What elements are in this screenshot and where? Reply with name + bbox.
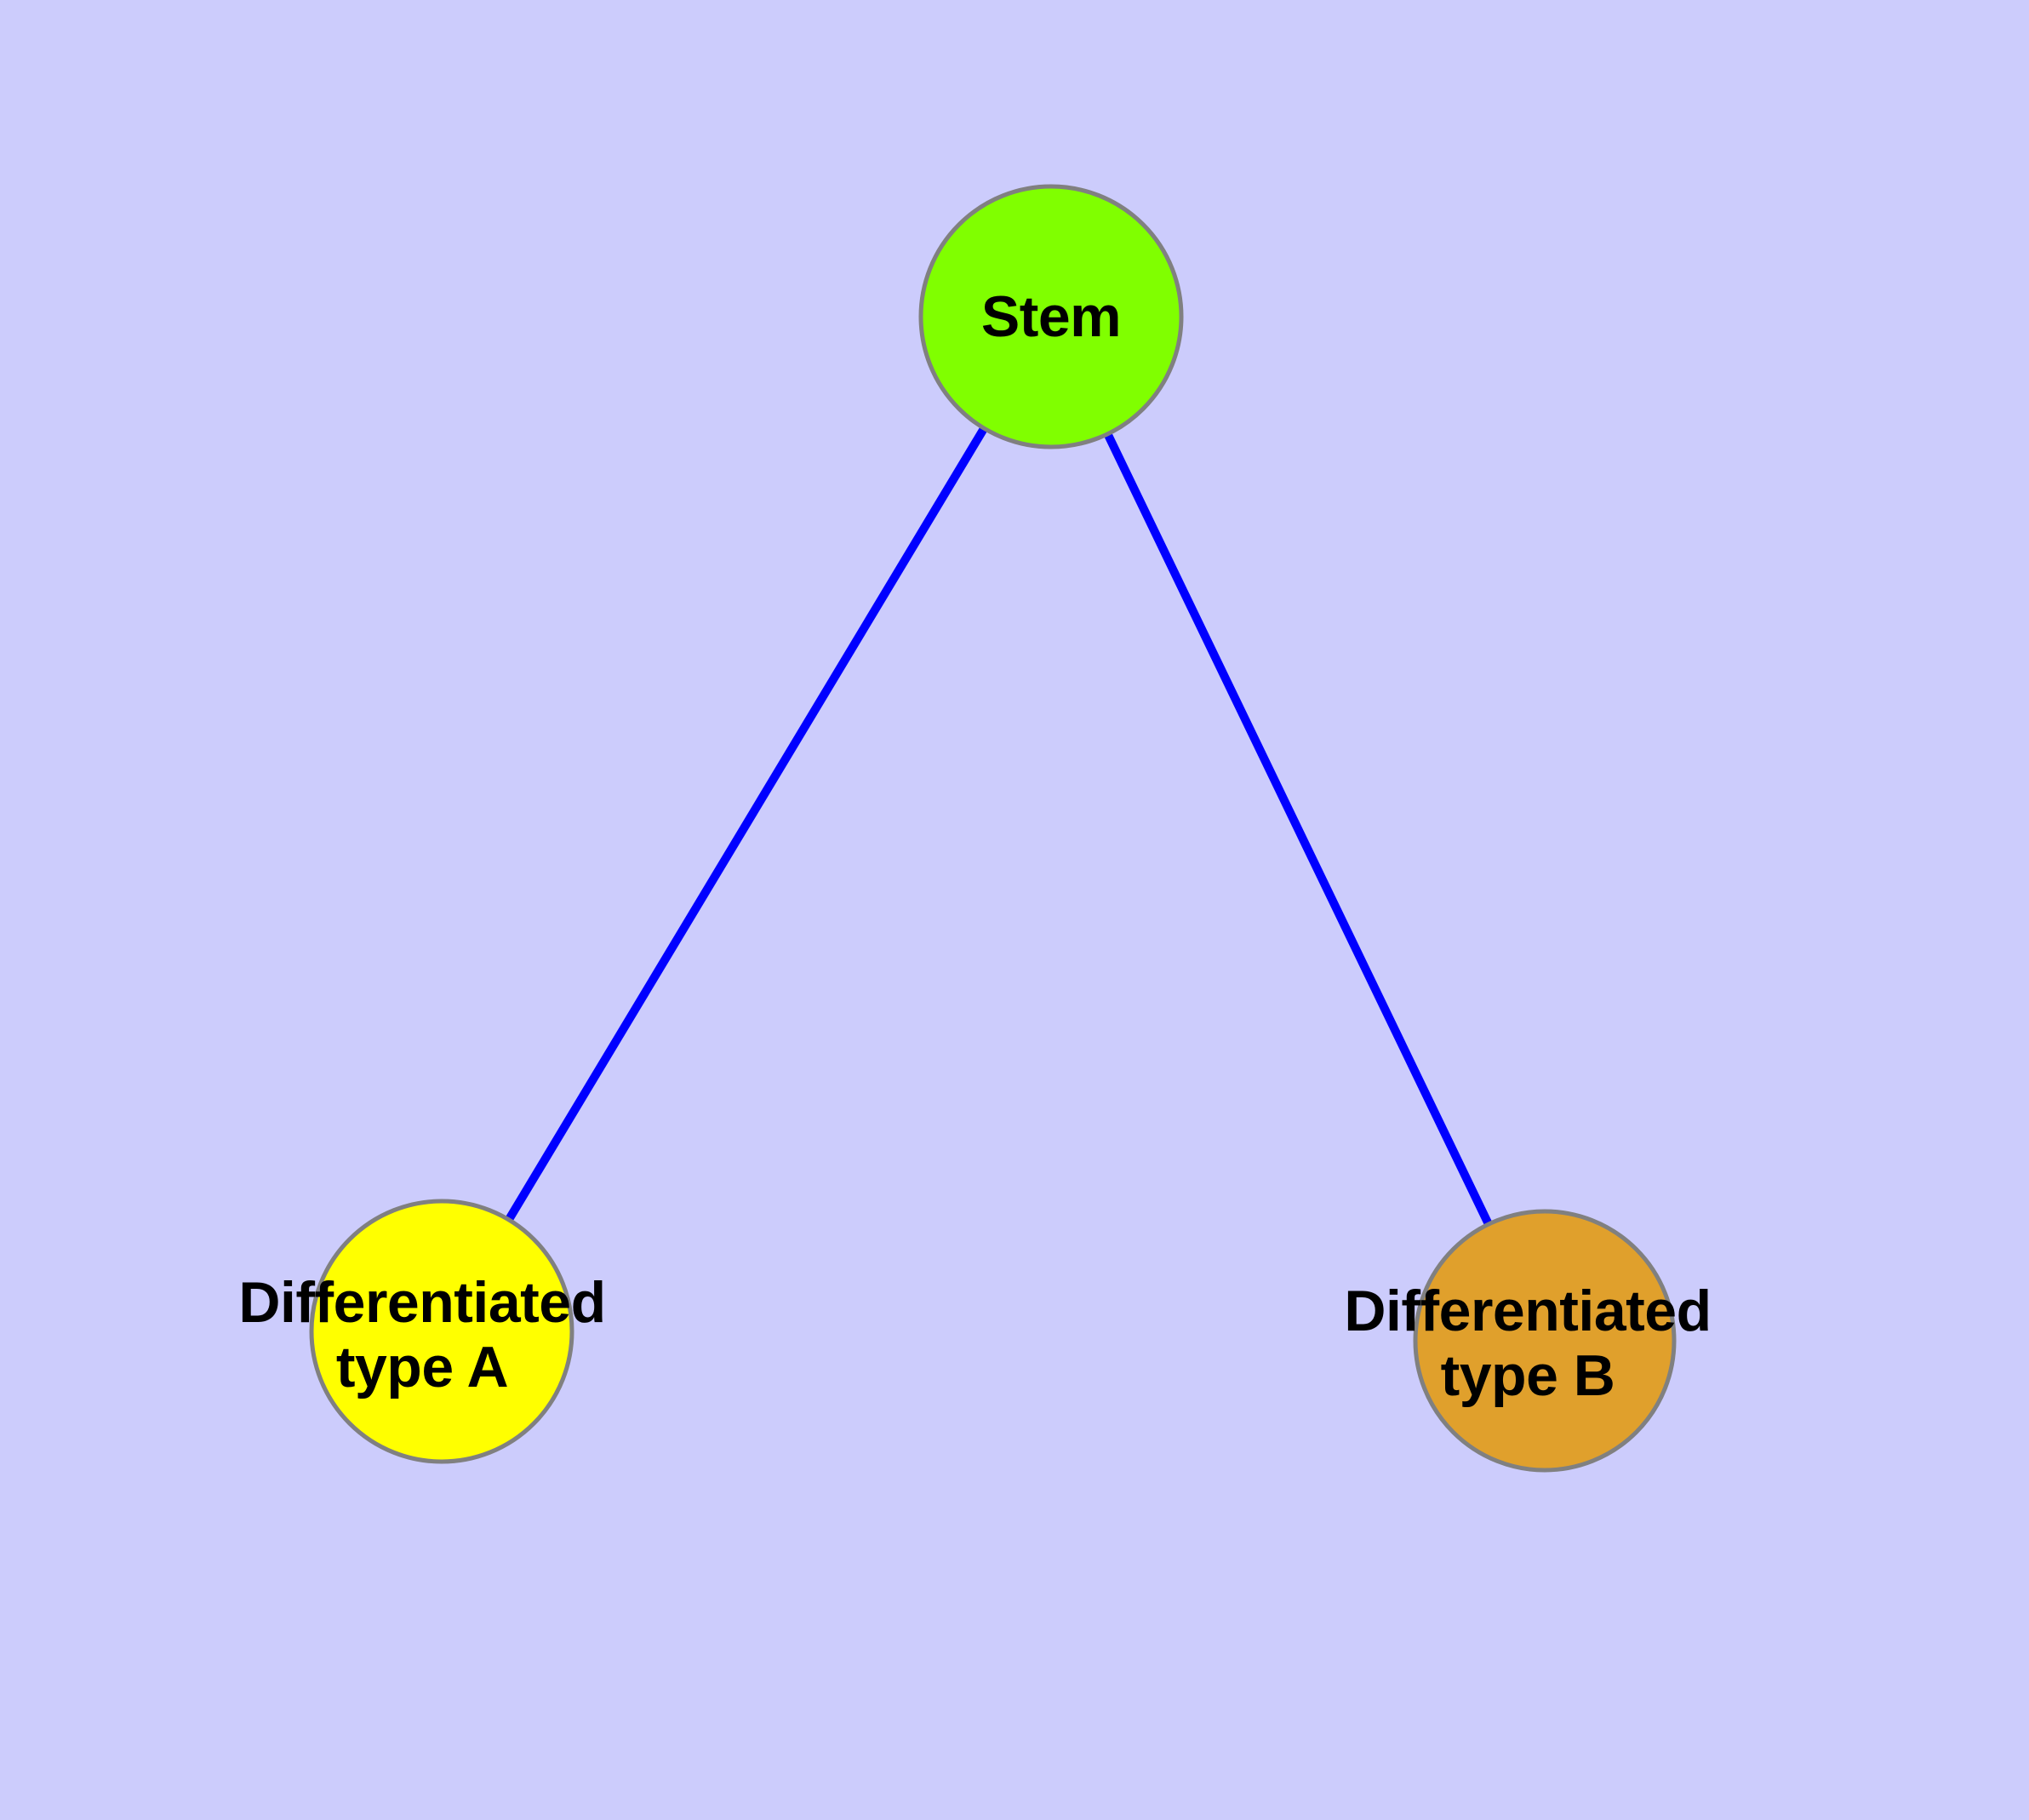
edge-stem-to-type-b	[1047, 314, 1549, 1343]
node-diff-type-b[interactable]	[1413, 1209, 1677, 1473]
node-layer	[309, 184, 1677, 1473]
edge-layer	[437, 314, 1549, 1343]
node-stem[interactable]	[918, 184, 1184, 449]
edge-stem-to-type-a	[437, 314, 1055, 1334]
node-diff-type-a[interactable]	[309, 1199, 574, 1464]
